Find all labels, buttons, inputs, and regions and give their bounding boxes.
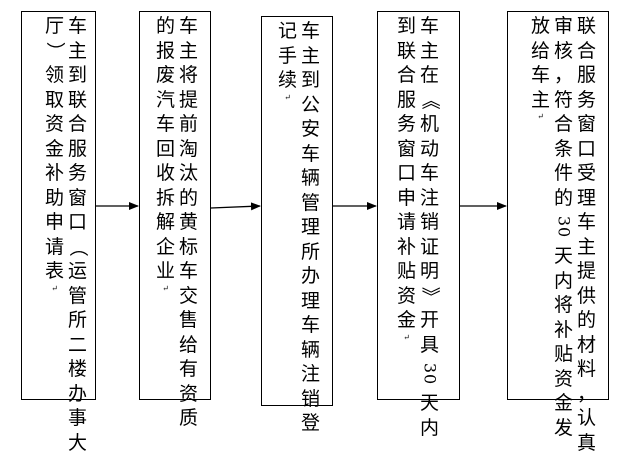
step-box-1: 车主到联合服务窗口（运管所二楼办事大厅）领取资金补助申请表↵ — [21, 11, 96, 454]
step-5-line-1: 联合服务窗口受理车主提供的材料，认真 — [576, 15, 596, 454]
step-2-line-2: 的报废汽车回收拆解企业↵ — [155, 15, 175, 293]
step-5-line-3: 放给车主↵ — [530, 15, 550, 121]
step-text-3: 车主到公安车辆管理所办理车辆注销登记手续↵ — [276, 19, 322, 436]
flow-arrows — [96, 202, 507, 211]
step-3-line-1: 车主到公安车辆管理所办理车辆注销登 — [300, 20, 320, 434]
step-4-line-2: 到联合服务窗口申请补贴资金↵ — [396, 15, 416, 342]
step-1-line-1: 车主到联合服务窗口（运管所二楼办事大 — [66, 15, 89, 454]
step-1-line-2: 厅）领取资金补助申请表↵ — [43, 15, 66, 293]
step-box-3: 车主到公安车辆管理所办理车辆注销登记手续↵ — [261, 16, 333, 434]
step-box-2: 车主将提前淘汰的黄标车交售给有资质的报废汽车回收拆解企业↵ — [139, 11, 211, 429]
step-text-1: 车主到联合服务窗口（运管所二楼办事大厅）领取资金补助申请表↵ — [43, 14, 89, 455]
step-3-line-2: 记手续↵ — [277, 20, 297, 102]
arrow-2-to-3 — [210, 202, 261, 211]
step-text-2: 车主将提前淘汰的黄标车交售给有资质的报废汽车回收拆解企业↵ — [154, 14, 200, 431]
step-2-line-1: 车主将提前淘汰的黄标车交售给有资质 — [178, 15, 198, 429]
